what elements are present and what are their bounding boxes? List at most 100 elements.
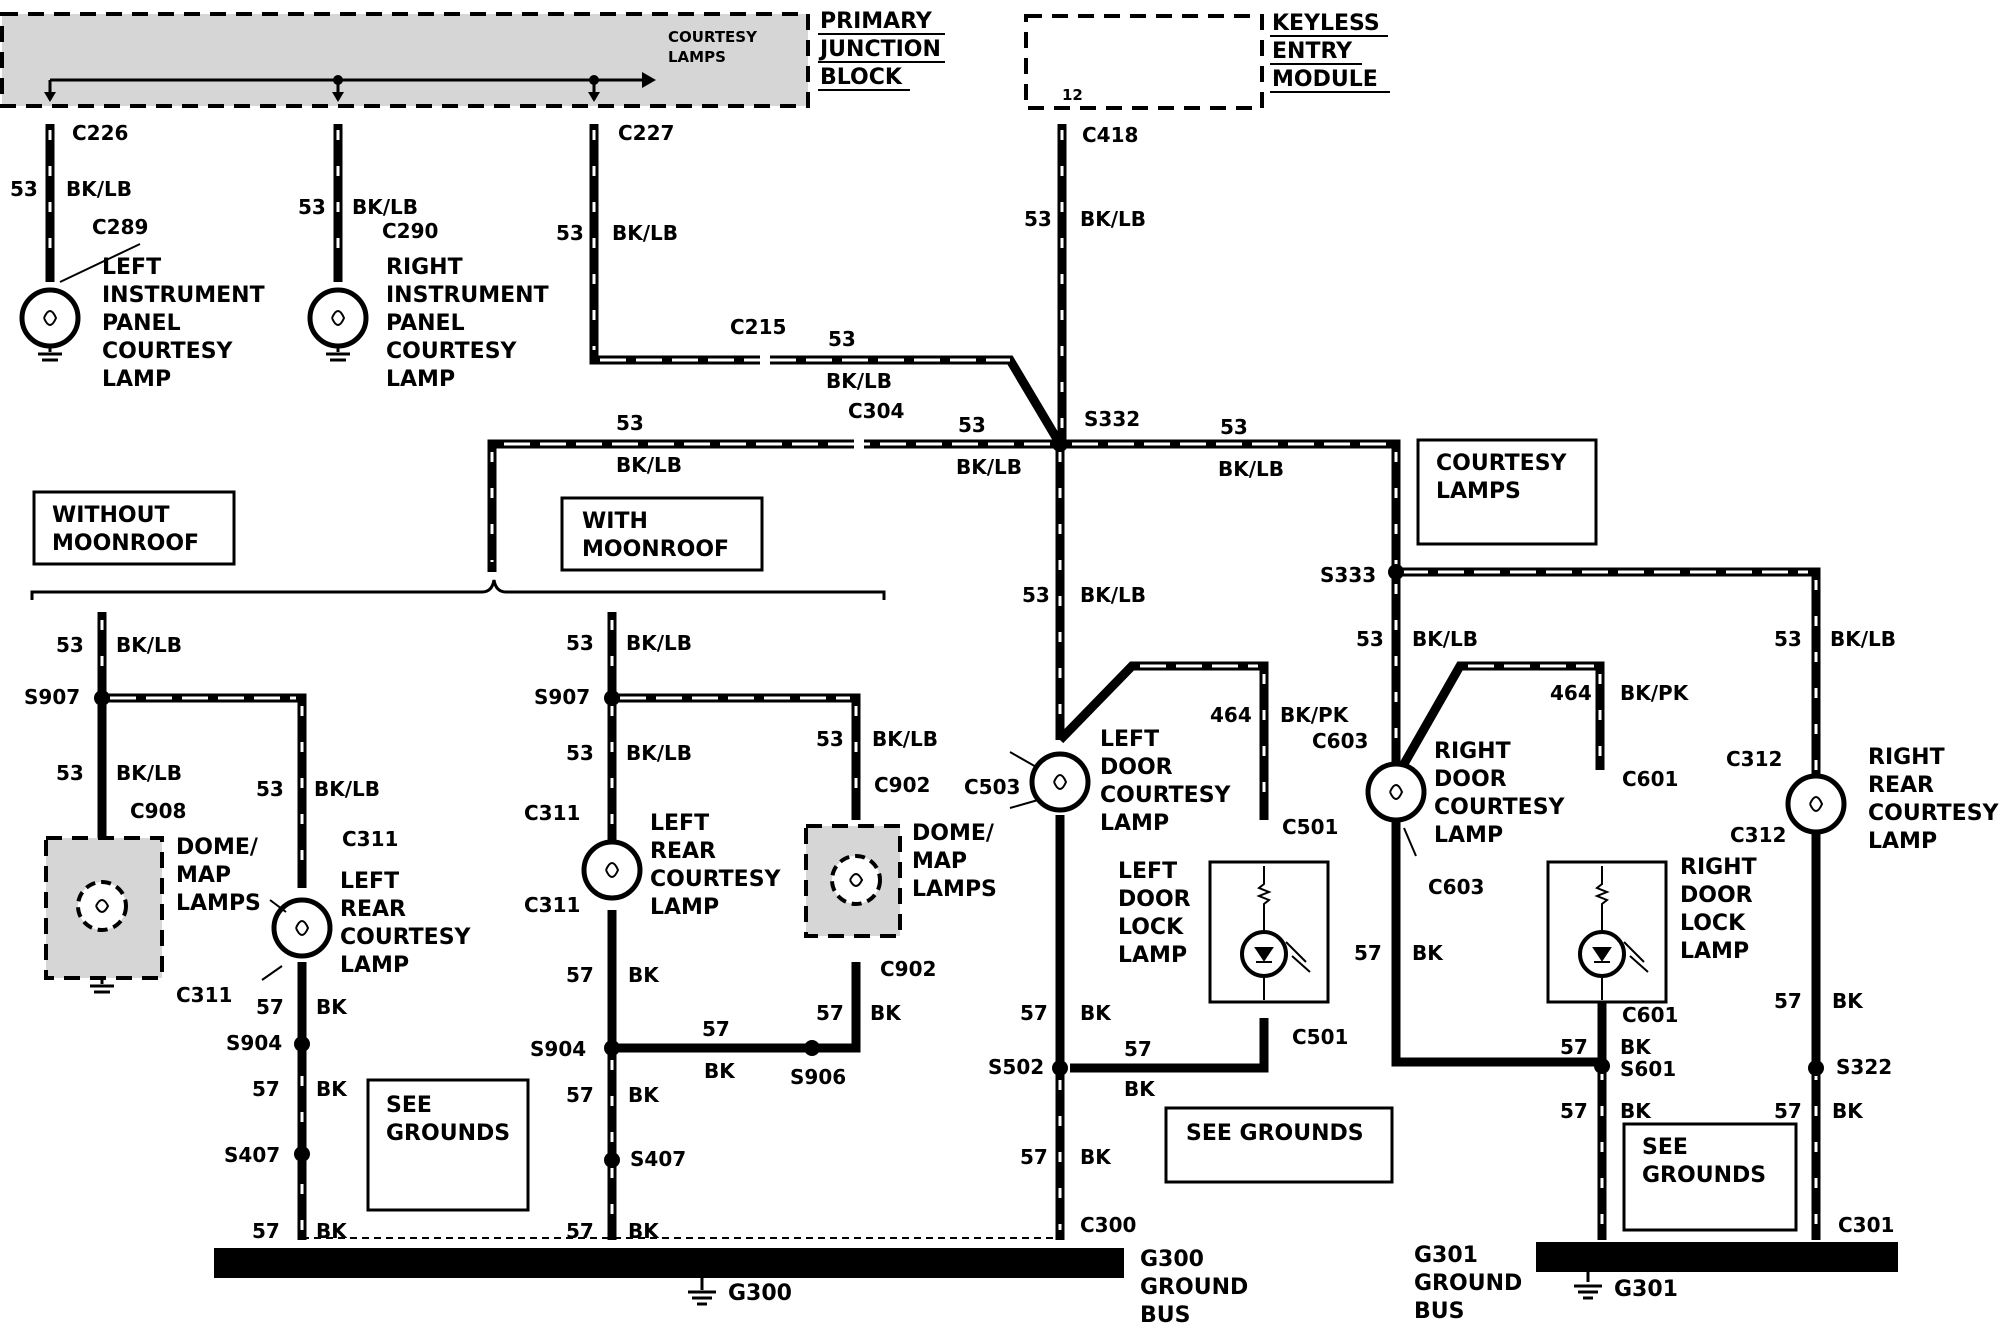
pjb-label: BLOCK [820,65,903,90]
note-see-grounds: SEE GROUNDS [1186,1121,1364,1146]
circuit-57: 57 [1020,1145,1048,1169]
circuit-57: 57 [1560,1035,1588,1059]
lamp-rrc: LAMP [1868,829,1937,854]
label-c311: C311 [176,983,232,1007]
circuit-57: 57 [256,995,284,1019]
circuit-57: 57 [566,1219,594,1243]
circuit-53: 53 [556,221,584,245]
note-courtesy: COURTESY [1436,451,1568,476]
note-with: MOONROOF [582,537,729,562]
label-c312: C312 [1730,823,1786,847]
lamp-lrc-a: COURTESY [340,925,472,950]
lamp-lrc-a: LEFT [340,869,399,894]
label-c312: C312 [1726,747,1782,771]
circuit-53: 53 [828,327,856,351]
lamp-rdl: LAMP [1680,939,1749,964]
lamp-left-ip: INSTRUMENT [102,283,265,308]
label-c227: C227 [618,121,674,145]
wire-color-bklb: BK/LB [626,741,692,765]
lamp-rdc: COURTESY [1434,795,1566,820]
label-s407: S407 [224,1143,280,1167]
circuit-53: 53 [1024,207,1052,231]
wire-color-bkpk: BK/PK [1280,703,1350,727]
pjb-label: PRIMARY [820,9,933,34]
label-s907: S907 [534,685,590,709]
kem-pin: 12 [1062,86,1083,104]
label-s407: S407 [630,1147,686,1171]
wire-color-bk: BK [1124,1077,1156,1101]
circuit-57: 57 [702,1017,730,1041]
wire-color-bklb: BK/LB [956,455,1022,479]
lamp-rdl: LOCK [1680,911,1746,936]
lamp-dome-a: MAP [176,863,231,888]
lamp-ldl: DOOR [1118,887,1191,912]
lamp-lrc-b: LAMP [650,895,719,920]
note-without: WITHOUT [52,503,169,528]
note-see-grounds: SEE [386,1093,432,1118]
lamp-ldl: LAMP [1118,943,1187,968]
label-g301: G301 [1614,1277,1678,1302]
circuit-57: 57 [1560,1099,1588,1123]
label-c902: C902 [880,957,936,981]
label-c289: C289 [92,215,148,239]
circuit-53: 53 [566,631,594,655]
wire-color-bklb: BK/LB [872,727,938,751]
wire-color-bklb: BK/LB [66,177,132,201]
circuit-57: 57 [1124,1037,1152,1061]
circuit-464: 464 [1210,703,1252,727]
left-door-courtesy-lamp-bulb [1029,751,1091,813]
lamp-left-ip: LAMP [102,367,171,392]
wire-color-bk: BK [316,1077,348,1101]
lamp-rrc: COURTESY [1868,801,2000,826]
kem-label: ENTRY [1272,39,1353,64]
label-c908: C908 [130,799,186,823]
circuit-57: 57 [1774,1099,1802,1123]
lamp-left-ip: PANEL [102,311,181,336]
lamp-ldc: LAMP [1100,811,1169,836]
label-c304: C304 [848,399,904,423]
wire-color-bklb: BK/LB [826,369,892,393]
label-c311: C311 [524,893,580,917]
right-door-lock-lamp-box [1546,860,1668,1004]
label-s332: S332 [1084,407,1140,431]
note-labels: WITHOUT MOONROOF WITH MOONROOF COURTESY … [52,451,1766,1188]
wire-color-bklb: BK/LB [612,221,678,245]
primary-junction-block-box [0,12,810,108]
lamp-right-ip: RIGHT [386,255,463,280]
wire-color-bk: BK [1620,1035,1652,1059]
circuit-53: 53 [1774,627,1802,651]
keyless-entry-module-box [1024,14,1264,110]
label-s333: S333 [1320,563,1376,587]
lamp-rdl: DOOR [1680,883,1753,908]
wire-color-bk: BK [704,1059,736,1083]
wire-color-bklb: BK/LB [1080,583,1146,607]
label-s601: S601 [1620,1057,1676,1081]
primary-junction-block: COURTESY LAMPS PRIMARY JUNCTION BLOCK [0,9,945,108]
wire-color-bk: BK [316,995,348,1019]
lamp-rdl: RIGHT [1680,855,1757,880]
lamp-ldc: COURTESY [1100,783,1232,808]
circuit-53: 53 [1356,627,1384,651]
lamp-rdc: DOOR [1434,767,1507,792]
label-c311: C311 [342,827,398,851]
see-grounds-box-2 [1164,1106,1394,1184]
circuit-57: 57 [252,1077,280,1101]
circuit-57: 57 [816,1001,844,1025]
wire-color-bk: BK [1620,1099,1652,1123]
g300-bus-label: GROUND [1140,1275,1248,1300]
label-c601: C601 [1622,1003,1678,1027]
lamp-right-ip: INSTRUMENT [386,283,549,308]
see-grounds-box-3 [1622,1122,1798,1232]
circuit-57: 57 [252,1219,280,1243]
label-c311: C311 [524,801,580,825]
circuit-53: 53 [616,411,644,435]
wire-color-bk: BK [1080,1145,1112,1169]
wire-color-bklb: BK/LB [626,631,692,655]
left-rear-courtesy-lamp-bulb-a [271,897,333,959]
left-door-lock-lamp-box [1208,860,1330,1004]
lamp-rrc: REAR [1868,773,1934,798]
label-c601: C601 [1622,767,1678,791]
dome-map-lamp-with-moonroof [804,824,902,938]
label-g300: G300 [728,1281,792,1306]
label-c603: C603 [1312,729,1368,753]
